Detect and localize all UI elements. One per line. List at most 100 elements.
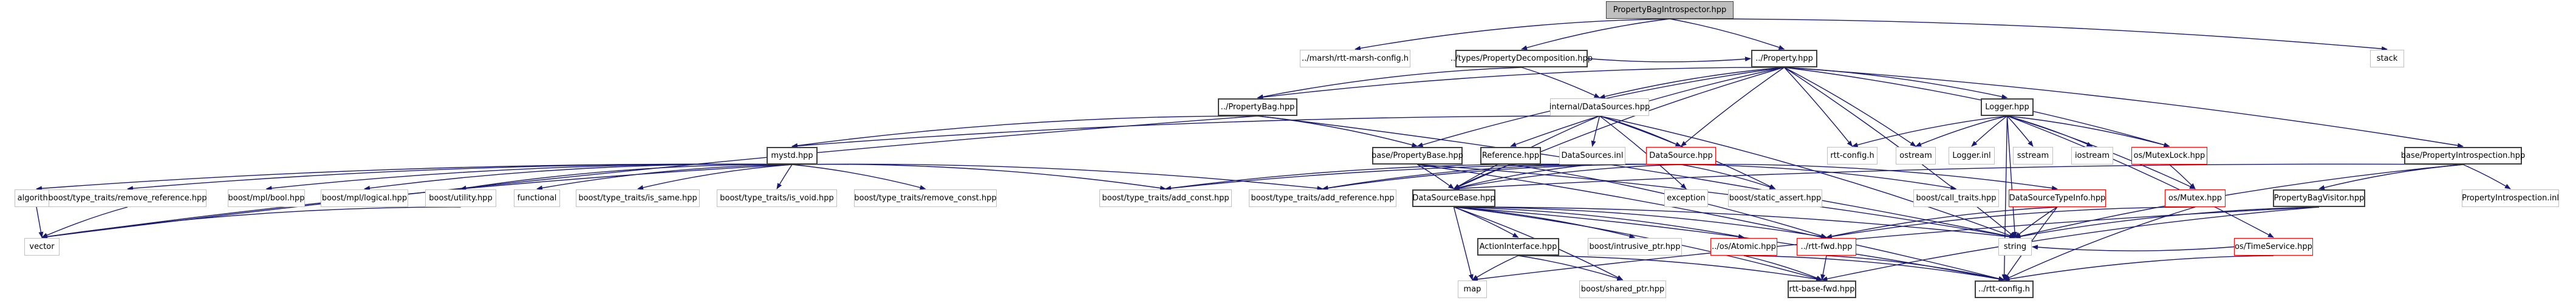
graph-node-n9[interactable]: base/PropertyBase.hpp <box>1372 147 1463 165</box>
graph-edge <box>776 164 793 189</box>
graph-edge <box>2003 206 2196 280</box>
graph-node-n32[interactable]: exception <box>1664 189 1708 207</box>
graph-node-n25[interactable]: functional <box>514 189 560 207</box>
graph-node-n45[interactable]: os/TimeService.hpp <box>2234 238 2313 256</box>
graph-edge <box>2318 164 2464 190</box>
graph-node-n12[interactable]: DataSource.hpp <box>1646 147 1716 165</box>
graph-edge <box>1518 255 1624 281</box>
graph-edge <box>1257 115 2016 239</box>
graph-node-n31[interactable]: DataSourceBase.hpp <box>1412 189 1495 207</box>
graph-edge <box>265 163 793 191</box>
graph-node-n15[interactable]: Logger.inl <box>1949 147 1995 165</box>
graph-node-n4[interactable]: stack <box>2370 50 2404 67</box>
graph-edge <box>637 164 793 190</box>
graph-node-n10[interactable]: Reference.hpp <box>1480 147 1541 165</box>
graph-node-n6[interactable]: internal/DataSources.hpp <box>1549 98 1650 116</box>
graph-node-n8[interactable]: mystd.hpp <box>767 147 818 165</box>
graph-node-n42[interactable]: ../os/Atomic.hpp <box>1710 238 1777 256</box>
graph-edge <box>1681 164 1957 191</box>
graph-node-label: boost/type_traits/remove_reference.hpp <box>48 194 207 203</box>
graph-node-n19[interactable]: base/PropertyIntrospection.hpp <box>2401 147 2525 165</box>
graph-node-n27[interactable]: boost/type_traits/is_void.hpp <box>717 189 837 207</box>
graph-node-n36[interactable]: os/Mutex.hpp <box>2165 189 2226 207</box>
graph-node-n35[interactable]: DataSourceTypeInfo.hpp <box>2009 189 2106 207</box>
graph-node-label: sstream <box>2017 151 2049 160</box>
graph-node-n18[interactable]: os/MutexLock.hpp <box>2131 147 2207 165</box>
graph-node-n41[interactable]: boost/intrusive_ptr.hpp <box>1588 238 1682 256</box>
graph-node-label: ../types/PropertyDecomposition.hpp <box>1450 54 1593 63</box>
graph-edge <box>460 164 793 191</box>
graph-edge <box>1453 164 1593 190</box>
graph-node-n24[interactable]: boost/utility.hpp <box>425 189 496 207</box>
graph-edge <box>1472 255 1519 280</box>
graph-node-n46[interactable]: map <box>1458 280 1487 298</box>
graph-edge <box>41 206 128 238</box>
graph-node-n13[interactable]: rtt-config.h <box>1827 147 1877 165</box>
graph-node-label: PropertyIntrospection.inl <box>2462 194 2559 203</box>
graph-node-n22[interactable]: boost/mpl/bool.hpp <box>228 189 305 207</box>
graph-node-n1[interactable]: ../marsh/rtt-marsh-config.h <box>1300 50 1410 67</box>
graph-node-n26[interactable]: boost/type_traits/is_same.hpp <box>576 189 700 207</box>
graph-edge <box>1681 163 2058 191</box>
graph-node-n23[interactable]: boost/mpl/logical.hpp <box>321 189 408 207</box>
graph-node-label: DataSource.hpp <box>1649 151 1713 160</box>
graph-edge <box>1257 115 1418 148</box>
graph-node-n21[interactable]: boost/type_traits/remove_reference.hpp <box>48 189 207 207</box>
graph-node-n7[interactable]: Logger.hpp <box>1981 98 2034 116</box>
graph-node-label: ../Property.hpp <box>1755 54 1813 63</box>
graph-node-n44[interactable]: string <box>1998 238 2032 256</box>
graph-node-n16[interactable]: sstream <box>2013 147 2053 165</box>
graph-edge <box>1322 164 1681 191</box>
graph-node-n39[interactable]: vector <box>24 238 60 256</box>
graph-node-label: ../rtt-fwd.hpp <box>1800 242 1853 251</box>
graph-node-label: vector <box>29 242 55 251</box>
graph-edge <box>1521 18 1670 50</box>
graph-edge <box>1784 67 2464 148</box>
graph-edge <box>2006 115 2034 147</box>
graph-node-label: Logger.inl <box>1952 151 1991 160</box>
graph-node-n0[interactable]: PropertyBagIntrospector.hpp <box>1606 1 1734 19</box>
graph-edge <box>2003 255 2274 282</box>
graph-node-n17[interactable]: iostream <box>2071 147 2113 165</box>
graph-edge <box>1453 206 1474 280</box>
graph-edge <box>1820 255 1827 280</box>
graph-edge <box>1521 67 1601 98</box>
graph-node-n29[interactable]: boost/type_traits/add_const.hpp <box>1099 189 1232 207</box>
graph-node-n34[interactable]: boost/call_traits.hpp <box>1913 189 1999 207</box>
graph-edge <box>791 115 1258 148</box>
graph-node-n48[interactable]: rtt-base-fwd.hpp <box>1788 280 1856 298</box>
graph-edge <box>2169 164 2196 189</box>
graph-node-n5[interactable]: ../PropertyBag.hpp <box>1218 98 1297 116</box>
graph-node-label: boost/type_traits/is_same.hpp <box>578 194 697 203</box>
graph-node-label: boost/mpl/bool.hpp <box>228 194 305 203</box>
graph-node-n3[interactable]: ../Property.hpp <box>1751 50 1817 67</box>
graph-node-label: DataSourceBase.hpp <box>1412 194 1495 203</box>
graph-node-label: rtt-base-fwd.hpp <box>1789 285 1855 294</box>
graph-edge <box>1587 56 1751 63</box>
graph-node-n14[interactable]: ostream <box>1896 147 1936 165</box>
graph-node-n2[interactable]: ../types/PropertyDecomposition.hpp <box>1450 50 1593 67</box>
graph-node-n30[interactable]: boost/type_traits/add_reference.hpp <box>1249 189 1396 207</box>
graph-edge <box>1453 163 2464 191</box>
graph-edge <box>791 115 1600 149</box>
graph-edge <box>1165 163 1593 191</box>
graph-edge <box>536 164 793 191</box>
graph-edge <box>1681 164 1776 189</box>
graph-edge <box>1257 67 1785 100</box>
graph-node-n38[interactable]: PropertyIntrospection.inl <box>2462 189 2559 207</box>
graph-node-n37[interactable]: PropertyBagVisitor.hpp <box>2273 189 2365 207</box>
graph-node-n40[interactable]: ActionInterface.hpp <box>1477 238 1559 256</box>
graph-node-n49[interactable]: ../rtt-config.h <box>1975 280 2034 298</box>
graph-node-label: mystd.hpp <box>771 151 813 160</box>
graph-node-n33[interactable]: boost/static_assert.hpp <box>1728 189 1822 207</box>
graph-node-n11[interactable]: DataSources.inl <box>1559 147 1625 165</box>
graph-node-n47[interactable]: boost/shared_ptr.hpp <box>1579 280 1666 298</box>
graph-node-n28[interactable]: boost/type_traits/remove_const.hpp <box>854 189 997 207</box>
graph-node-label: ActionInterface.hpp <box>1479 242 1557 251</box>
graph-node-n43[interactable]: ../rtt-fwd.hpp <box>1797 238 1856 256</box>
graph-edge <box>791 164 926 190</box>
graph-edge <box>2014 206 2058 238</box>
graph-node-label: map <box>1463 285 1481 294</box>
graph-edge <box>1669 18 2388 52</box>
graph-edge <box>791 163 1324 191</box>
